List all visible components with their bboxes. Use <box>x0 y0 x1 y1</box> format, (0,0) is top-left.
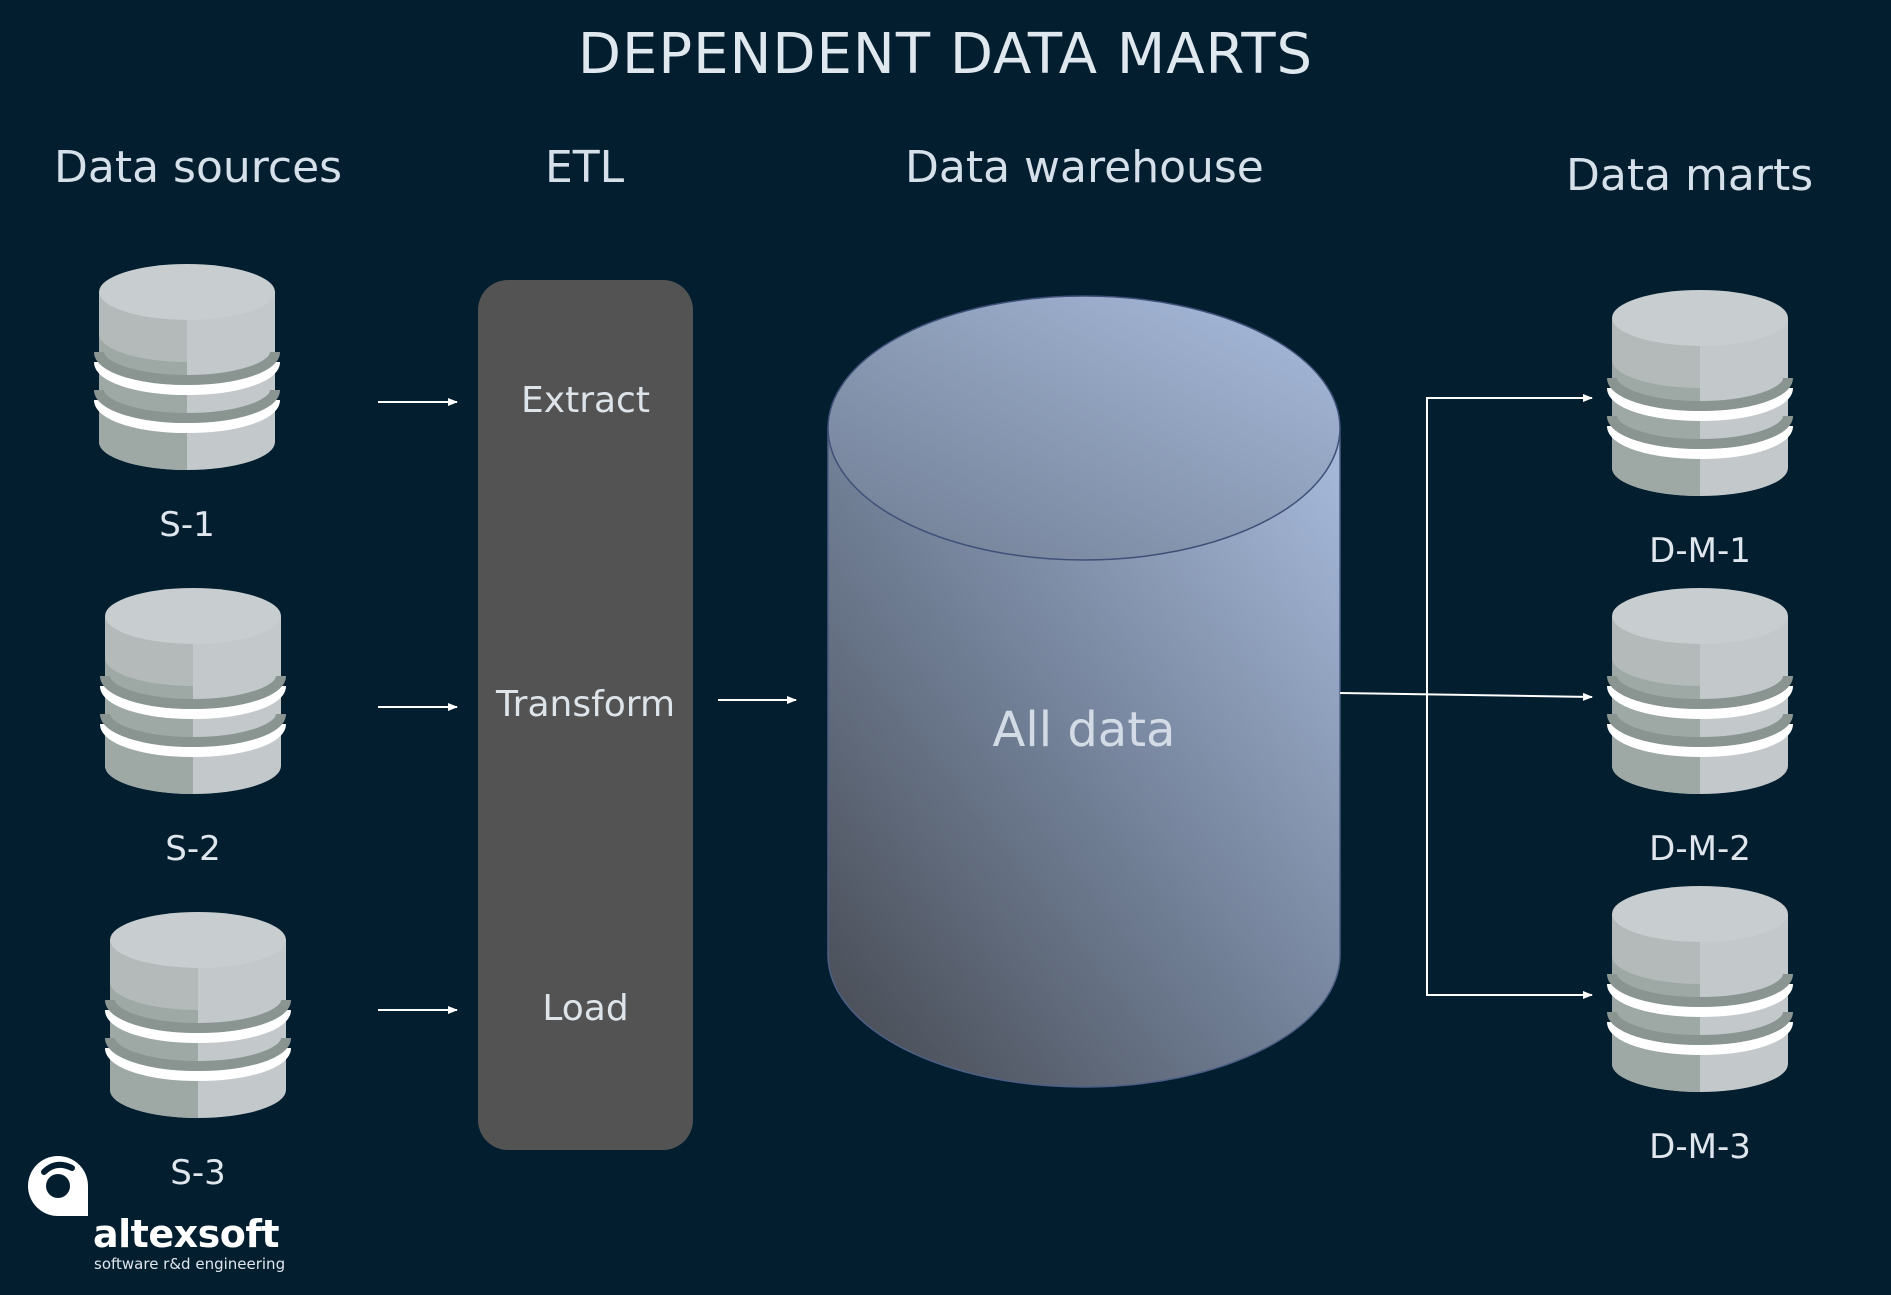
database-icon <box>1612 886 1788 1092</box>
altexsoft-logo-icon <box>28 1156 88 1216</box>
arrow-right-icon <box>1339 692 1593 701</box>
etl-step-transform: Transform <box>495 684 676 725</box>
column-header-sources: Data sources <box>54 142 343 193</box>
column-header-marts: Data marts <box>1566 150 1814 201</box>
etl-step-extract: Extract <box>521 380 650 421</box>
warehouse-cylinder <box>827 295 1341 1088</box>
arrow-right-icon <box>1426 394 1593 995</box>
warehouse-label: All data <box>992 702 1176 758</box>
mart-label-2: D-M-2 <box>1649 829 1751 869</box>
database-icon <box>105 588 281 794</box>
page-title: DEPENDENT DATA MARTS <box>577 22 1314 87</box>
etl-step-load: Load <box>542 988 629 1029</box>
logo-tagline: software r&d engineering <box>94 1255 286 1273</box>
mart-label-1: D-M-1 <box>1649 531 1751 571</box>
column-header-etl: ETL <box>545 142 625 193</box>
mart-db-3 <box>1612 886 1788 1092</box>
database-icon <box>99 264 275 470</box>
database-icon <box>1612 290 1788 496</box>
column-header-warehouse: Data warehouse <box>905 142 1264 193</box>
etl-panel <box>478 280 693 1150</box>
source-label-2: S-2 <box>165 829 221 869</box>
source-label-3: S-3 <box>170 1153 226 1193</box>
database-icon <box>1612 588 1788 794</box>
source-db-2 <box>105 588 281 794</box>
logo-name: altexsoft <box>93 1212 280 1256</box>
mart-db-1 <box>1612 290 1788 496</box>
mart-label-3: D-M-3 <box>1649 1127 1751 1167</box>
mart-db-2 <box>1612 588 1788 794</box>
source-db-1 <box>99 264 275 470</box>
source-label-1: S-1 <box>159 505 215 545</box>
database-icon <box>110 912 286 1118</box>
source-db-3 <box>110 912 286 1118</box>
